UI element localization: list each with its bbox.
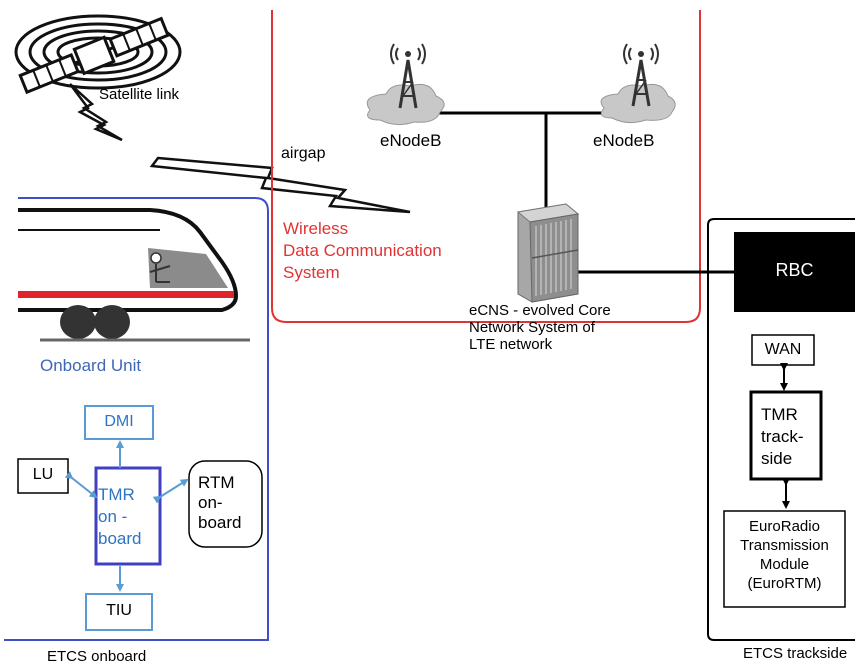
tmr-onboard-label: TMR on - board — [98, 485, 142, 548]
etcs-onboard-caption: ETCS onboard — [47, 648, 147, 665]
rbc-box — [734, 232, 855, 312]
lu-label: LU — [32, 466, 54, 483]
airgap-label: airgap — [281, 145, 326, 162]
dmi-box — [84, 405, 154, 440]
tiu-box — [85, 593, 153, 631]
enodeb-right-label: eNodeB — [593, 131, 655, 150]
eurortm-label: EuroRadio Transmission Module (EuroRTM) — [740, 518, 829, 592]
trackside-border — [707, 218, 855, 641]
onboard-border — [4, 197, 269, 641]
rbc-label: RBC — [775, 260, 814, 280]
wireless-system-label: Wireless Data Communication System — [283, 219, 442, 282]
enodeb-left-icon — [366, 43, 445, 126]
wan-label: WAN — [764, 341, 802, 358]
lte-network-border — [271, 10, 701, 323]
ecns-label: eCNS - evolved Core Network System of LT… — [469, 302, 611, 353]
lu-box — [17, 458, 69, 494]
airgap-bolt-icon — [149, 156, 411, 214]
rtm-onboard-label: RTM on- board — [198, 473, 242, 532]
satellite-link-bolt-icon — [69, 83, 123, 142]
tmr-rtm-arrow — [152, 478, 189, 504]
satellite-link-label: Satellite link — [99, 86, 180, 103]
onboard-unit-title: Onboard Unit — [40, 356, 142, 375]
enodeb-left-label: eNodeB — [380, 131, 442, 150]
train-icon — [18, 208, 250, 342]
tmr-trackside-label: TMR track- side — [761, 405, 804, 468]
rtm-onboard-box — [188, 460, 263, 548]
wan-box — [751, 334, 815, 366]
dmi-label: DMI — [104, 413, 134, 430]
tmr-onboard-box — [94, 466, 162, 566]
tiu-label: TIU — [106, 602, 132, 619]
lu-tmr-arrow — [64, 471, 98, 499]
etcs-trackside-caption: ETCS trackside — [743, 645, 848, 662]
ecns-server-icon — [516, 203, 580, 303]
enodeb-right-icon — [600, 43, 676, 124]
satellite-icon — [14, 14, 182, 95]
eurortm-box — [723, 510, 846, 608]
